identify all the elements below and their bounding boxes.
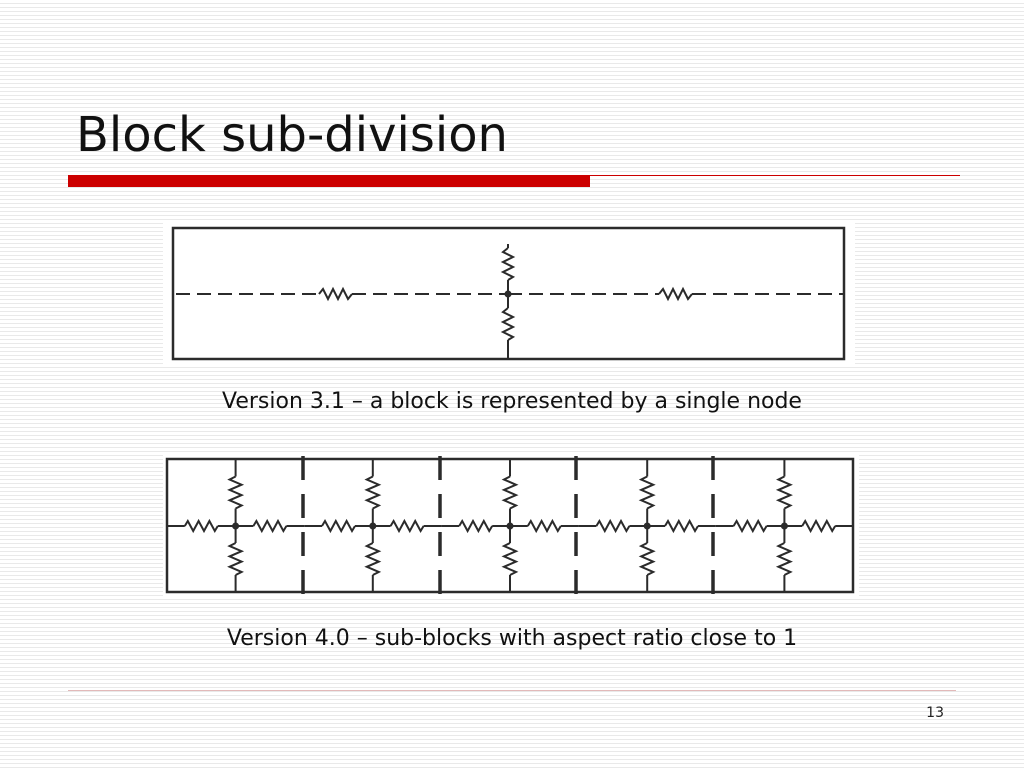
sub-block-1-resistor-left [183, 518, 219, 534]
sub-block-3-resistor-bottom [501, 542, 519, 576]
sub-block-5-resistor-right [801, 518, 837, 534]
sub-block-1-node [232, 522, 240, 530]
sub-block-4-resistor-bottom [638, 542, 656, 576]
figure-single-node [163, 222, 855, 366]
sub-block-4-resistor-left [595, 518, 631, 534]
slide-number: 13 [926, 705, 944, 721]
sub-block-2-resistor-left [321, 518, 356, 534]
sub-block-3-resistor-right [526, 518, 562, 534]
sub-block-4-node [643, 522, 651, 530]
caption-version-4-0: Version 4.0 – sub-blocks with aspect rat… [226, 626, 798, 651]
sub-block-5-resistor-bottom [775, 542, 793, 576]
sub-block-2-resistor-right [389, 518, 425, 534]
resistor-right [658, 286, 693, 302]
sub-block-5-node [780, 522, 788, 530]
sub-block-1-resistor-right [252, 518, 288, 534]
slide-title: Block sub-division [76, 107, 508, 163]
sub-block-5-resistor-top [775, 475, 793, 510]
sub-block-4-resistor-right [664, 518, 699, 534]
sub-block-separators [301, 456, 715, 594]
footer-divider [68, 690, 956, 691]
sub-block-3-resistor-top [501, 475, 519, 510]
sub-block-4-resistor-top [638, 475, 656, 510]
sub-block-5-resistor-left [732, 518, 768, 534]
sub-block-2-resistor-top [364, 475, 382, 510]
sub-block-2-resistor-bottom [364, 542, 382, 576]
resistor-bottom [500, 307, 516, 341]
title-underline-thick [68, 175, 590, 187]
sub-block-2-node [369, 522, 377, 530]
sub-block-3-resistor-left [458, 518, 494, 534]
sub-block-1-resistor-bottom [227, 542, 245, 576]
title-underline-thin [590, 175, 960, 176]
caption-version-3-1: Version 3.1 – a block is represented by … [222, 389, 802, 414]
sub-block-3-node [506, 522, 514, 530]
resistor-top [500, 247, 516, 281]
sub-block-1-resistor-top [227, 475, 245, 510]
block-node [504, 290, 512, 298]
resistor-left [318, 286, 353, 302]
figure-sub-blocks [163, 453, 859, 598]
